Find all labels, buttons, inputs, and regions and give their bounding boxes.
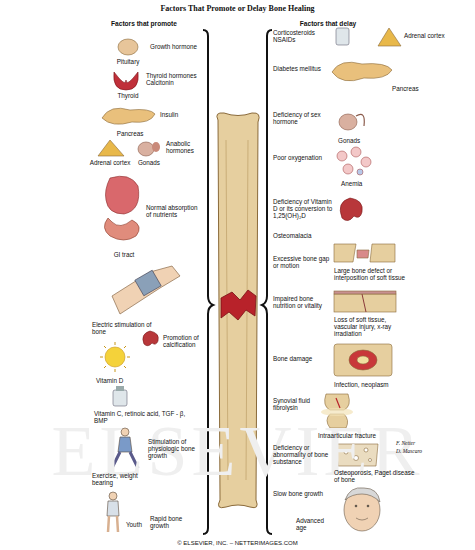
leg-icon xyxy=(112,266,180,314)
factor-label: Exercise, weight bearing xyxy=(92,472,146,486)
sun-icon xyxy=(105,347,125,367)
column-heading: Factors that delay xyxy=(272,20,384,27)
child-figure xyxy=(107,492,119,532)
factor-label: Vitamin D xyxy=(96,377,140,384)
factor-label: Thyroid hormones Calcitonin xyxy=(146,72,202,86)
factor-label: Vitamin C, retinoic acid, TGF - β, BMP xyxy=(94,410,190,424)
bottle-cap xyxy=(116,386,124,391)
diagram-title: Factors That Promote or Delay Bone Heali… xyxy=(0,5,475,14)
copyright-footer: © ELSEVIER, INC. – NETTERIMAGES.COM xyxy=(0,540,475,547)
gonad-duct xyxy=(356,114,364,126)
organ-label: GI tract xyxy=(100,251,148,258)
pancreas-icon xyxy=(102,108,155,124)
adrenal-icon xyxy=(98,140,124,156)
organ-label: Thyroid xyxy=(104,92,152,99)
organ-label: Anemia xyxy=(341,180,377,187)
signature: F. Netter xyxy=(396,440,446,446)
signature: D. Mascaro xyxy=(396,448,446,454)
kidney-icon xyxy=(340,198,362,221)
factor-label: Growth hormone xyxy=(150,43,202,50)
gonad-icon xyxy=(152,142,160,152)
stimulator-cuff xyxy=(135,270,161,296)
gonad-icon xyxy=(339,114,357,130)
column-heading: Factors that promote xyxy=(88,20,200,27)
factor-label: Excessive bone gap or motion xyxy=(273,255,331,269)
factor-label: Normal absorption of nutrients xyxy=(146,204,202,218)
factor-label: Promotion of calcification xyxy=(163,334,203,348)
factor-label: Advanced age xyxy=(296,517,336,531)
factor-label: Rapid bone growth xyxy=(150,515,202,529)
organ-label: Gonads xyxy=(134,159,164,166)
sun-rays xyxy=(100,342,130,372)
intestine-icon xyxy=(104,218,139,240)
bone-damage-icon xyxy=(334,344,392,376)
bottle-icon xyxy=(113,390,127,406)
factor-label: Slow bone growth xyxy=(273,490,335,497)
impaired-bone-icon xyxy=(334,291,396,312)
pituitary-icon xyxy=(118,39,138,55)
bone-gap-icon xyxy=(334,244,395,262)
fracture-hematoma xyxy=(221,290,256,320)
factor-label: Large bone defect or interposition of so… xyxy=(334,267,406,281)
factor-label: Anabolic hormones xyxy=(166,140,204,154)
factor-label: Loss of soft tissue, vascular injury, x-… xyxy=(334,316,410,337)
stomach-icon xyxy=(106,176,139,214)
organ-label: Gonads xyxy=(338,137,374,144)
organ-label: Pancreas xyxy=(104,130,156,137)
factor-label: Osteoporosis, Paget disease of bone xyxy=(334,469,416,483)
thyroid-icon xyxy=(114,72,139,90)
organ-label: Pancreas xyxy=(392,85,436,92)
factor-label: Insulin xyxy=(160,111,198,118)
factor-label: Deficiency of sex hormone xyxy=(273,111,331,125)
kidney-icon xyxy=(143,331,158,346)
pancreas-icon xyxy=(332,62,392,81)
factor-label: Deficiency of Vitamin D or its conversio… xyxy=(273,198,335,219)
gonad-icon xyxy=(138,142,154,156)
factor-label: Poor oxygenation xyxy=(273,154,331,161)
factor-label: Deficiency or abnormality of bone substa… xyxy=(273,444,333,465)
factor-label: Diabetes mellitus xyxy=(273,65,329,72)
factor-label: Bone damage xyxy=(273,355,329,362)
factor-label: Impaired bone nutrition or vitality xyxy=(273,295,331,309)
blood-cells xyxy=(337,147,371,175)
factor-label: Electric stimulation of bone xyxy=(92,321,154,335)
factor-label: Intraarticular fracture xyxy=(318,432,400,439)
factor-label: Osteomalacia xyxy=(273,232,333,239)
organ-label: Adrenal cortex xyxy=(86,159,134,166)
bottle-icon xyxy=(336,28,349,45)
organ-label: Adrenal cortex xyxy=(404,32,464,39)
factor-label: Youth xyxy=(126,521,148,528)
adrenal-icon xyxy=(378,28,401,46)
factor-label: Infection, neoplasm xyxy=(334,381,410,388)
organ-label: Pituitary xyxy=(104,58,152,65)
factor-label: Corticosteroids NSAIDs xyxy=(273,29,333,43)
factor-label: Synovial fluid fibrolysin xyxy=(273,397,321,411)
factor-label: Stimulation of physiologic bone growth xyxy=(148,438,202,459)
old-man-head xyxy=(344,488,380,531)
